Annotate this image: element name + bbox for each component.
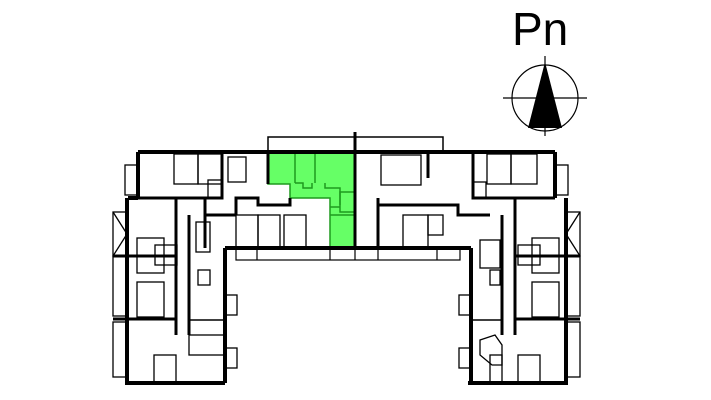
north-arrow-icon [503, 56, 587, 136]
interior-partitions [112, 153, 581, 384]
compass-label: Pn [512, 3, 569, 55]
highlighted-apartment[interactable] [267, 151, 356, 249]
